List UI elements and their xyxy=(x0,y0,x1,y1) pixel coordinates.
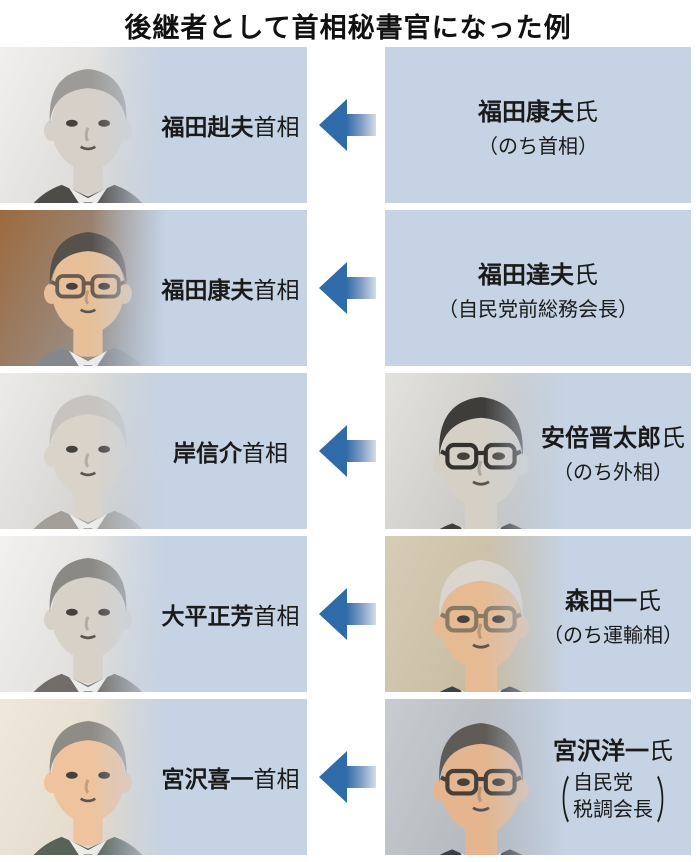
successor-note: （ 自民党 税調会長 ） xyxy=(543,770,683,831)
successor-text: 福田康夫氏 （のち首相） xyxy=(478,98,598,158)
succession-row: 宮沢喜一首相 宮沢洋一氏 （ 自民党 税調会長 ） xyxy=(0,699,696,855)
pm-label: 福田赳夫首相 xyxy=(161,114,300,140)
successor-note: （のち運輸相） xyxy=(543,624,683,647)
left-arrow-icon xyxy=(319,751,376,803)
pm-portrait-photo xyxy=(0,47,176,203)
succession-row: 福田康夫首相 福田達夫氏 （自民党前総務会長） xyxy=(0,210,696,366)
pm-label-box: 岸信介首相 xyxy=(0,373,307,529)
page-title: 後継者として首相秘書官になった例 xyxy=(124,13,572,43)
succession-row: 福田赳夫首相 福田康夫氏 （のち首相） xyxy=(0,47,696,203)
close-paren: ） xyxy=(656,774,680,831)
pm-portrait-photo xyxy=(0,210,176,366)
successor-portrait-photo xyxy=(385,373,577,529)
pm-label-box: 宮沢喜一首相 xyxy=(0,699,307,855)
successor-box: 安倍晋太郎氏 （のち外相） xyxy=(385,373,691,529)
pm-label-box: 大平正芳首相 xyxy=(0,536,307,692)
successor-text: 森田一氏 （のち運輸相） xyxy=(543,587,683,647)
successor-note: （自民党前総務会長） xyxy=(438,298,638,321)
succession-row: 岸信介首相 安倍晋太郎氏 （のち外相） xyxy=(0,373,696,529)
pm-portrait-photo xyxy=(0,373,176,529)
successor-text: 福田達夫氏 （自民党前総務会長） xyxy=(438,261,638,321)
left-arrow-icon xyxy=(319,262,376,314)
pm-label: 岸信介首相 xyxy=(173,440,288,466)
pm-label: 福田康夫首相 xyxy=(161,277,300,303)
succession-row: 大平正芳首相 森田一氏 （のち運輸相） xyxy=(0,536,696,692)
successor-box: 森田一氏 （のち運輸相） xyxy=(385,536,691,692)
left-arrow-icon xyxy=(319,425,376,477)
pm-label: 宮沢喜一首相 xyxy=(161,766,300,792)
pm-label-box: 福田康夫首相 xyxy=(0,210,307,366)
pm-portrait-photo xyxy=(0,536,176,692)
successor-note: （のち首相） xyxy=(478,135,598,158)
successor-portrait-photo xyxy=(385,536,577,692)
left-arrow-icon xyxy=(319,588,376,640)
successor-text: 宮沢洋一氏 （ 自民党 税調会長 ） xyxy=(535,699,691,855)
successor-text: 安倍晋太郎氏 （のち外相） xyxy=(541,424,685,484)
pm-label: 大平正芳首相 xyxy=(161,603,300,629)
successor-box: 宮沢洋一氏 （ 自民党 税調会長 ） xyxy=(385,699,691,855)
successor-note: （のち外相） xyxy=(553,461,673,484)
pm-label-box: 福田赳夫首相 xyxy=(0,47,307,203)
successor-box: 福田達夫氏 （自民党前総務会長） xyxy=(385,210,691,366)
pm-portrait-photo xyxy=(0,699,176,855)
successor-box: 福田康夫氏 （のち首相） xyxy=(385,47,691,203)
open-paren: （ xyxy=(546,774,570,831)
left-arrow-icon xyxy=(319,99,376,151)
successor-portrait-photo xyxy=(385,699,577,855)
